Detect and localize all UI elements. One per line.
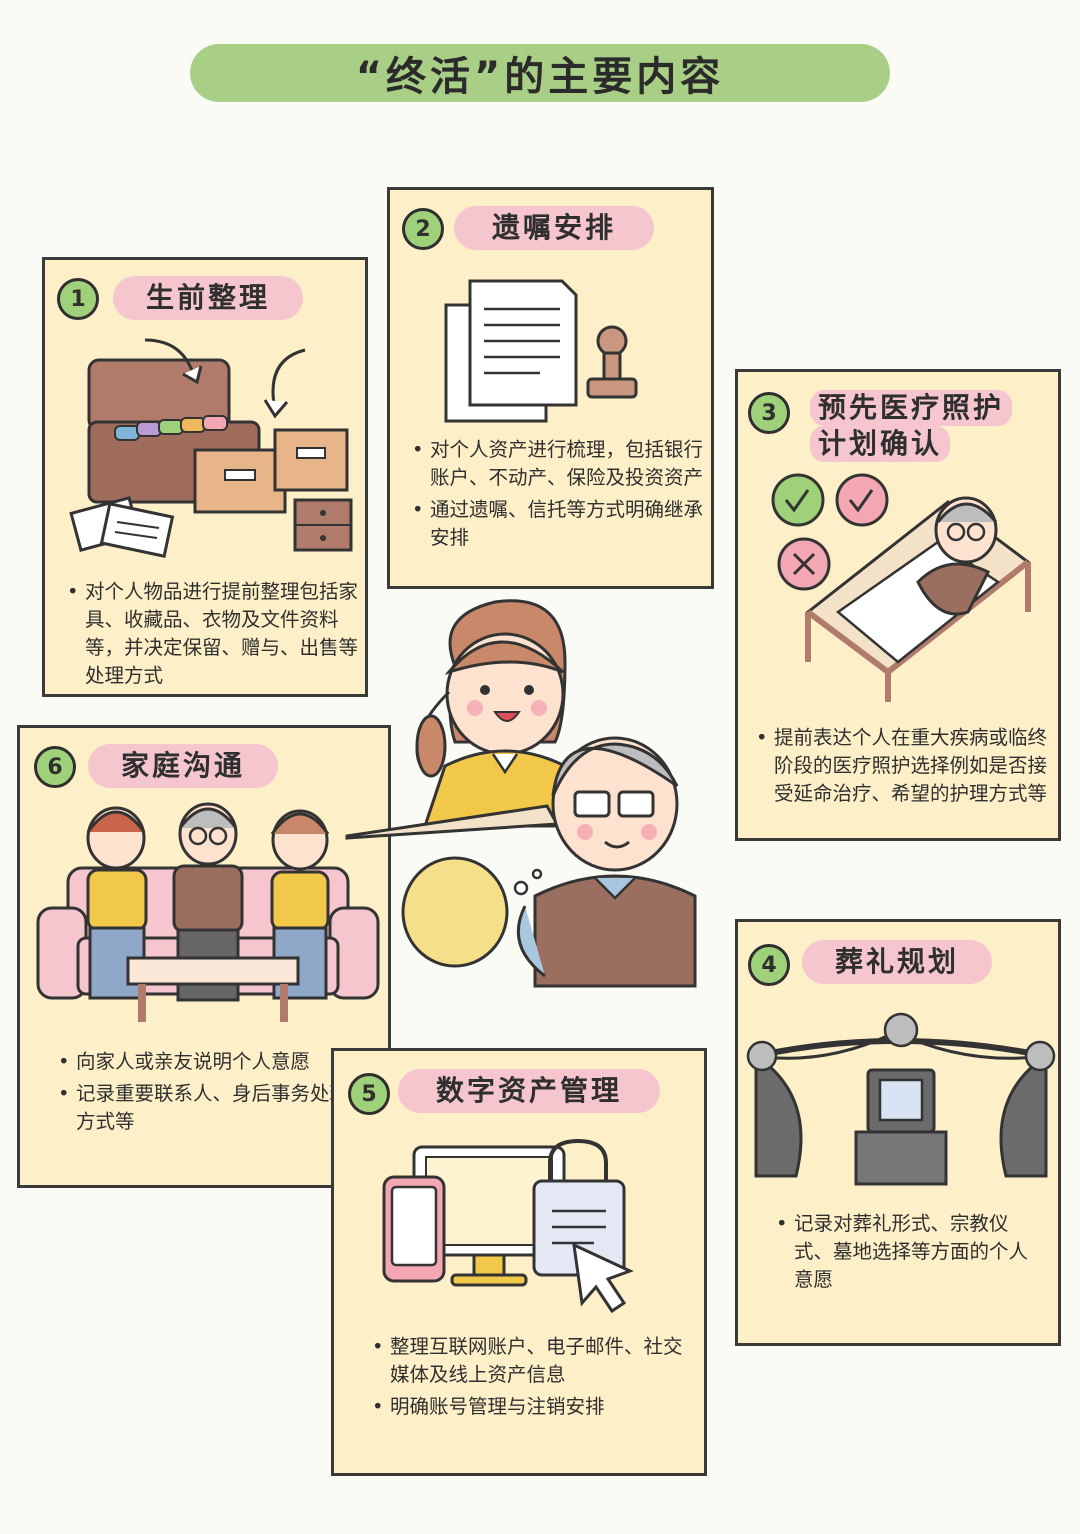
section-number-5: 5 <box>348 1073 390 1115</box>
family-sofa-illustration <box>36 802 380 1022</box>
bullet-item: 通过遗嘱、信托等方式明确继承安排 <box>408 496 706 552</box>
cross-icon <box>777 537 831 591</box>
page-title: “终活”的主要内容 <box>190 44 890 102</box>
section-heading-4: 葬礼规划 <box>802 940 992 984</box>
heading-line: 预先医疗照护 <box>810 390 1013 426</box>
heading-line: 计划确认 <box>810 426 951 462</box>
check-icon <box>771 473 825 527</box>
family-member-icon <box>86 806 148 1000</box>
medical-care-illustration <box>771 473 1031 702</box>
card-funeral-planning: 4 葬礼规划 记录对葬礼形式、宗教仪式、墓地选择等方面的个人意愿 <box>735 919 1061 1346</box>
digital-devices-illustration <box>382 1138 634 1314</box>
document-icon <box>69 496 175 558</box>
card-pre-death-organizing: 1 生前整理 <box>42 257 368 697</box>
smartphone-icon <box>382 1175 446 1283</box>
card-advance-care-planning: 3 预先医疗照护 计划确认 提前表达 <box>735 369 1061 841</box>
section-number-1: 1 <box>57 278 99 320</box>
section-number-3: 3 <box>748 392 790 434</box>
section-bullets-2: 对个人资产进行梳理，包括银行账户、不动产、保险及投资资产 通过遗嘱、信托等方式明… <box>408 436 706 556</box>
section-bullets-6: 向家人或亲友说明个人意愿 记录重要联系人、身后事务处理方式等 <box>54 1048 354 1140</box>
section-heading-3: 预先医疗照护 计划确认 <box>810 386 1050 466</box>
document-icon <box>444 279 578 423</box>
bullet-item: 对个人资产进行梳理，包括银行账户、不动产、保险及投资资产 <box>408 436 706 492</box>
section-bullets-3: 提前表达个人在重大疾病或临终阶段的医疗照护选择例如是否接受延命治疗、希望的护理方… <box>752 724 1052 812</box>
section-heading-6: 家庭沟通 <box>88 744 278 788</box>
bullet-item: 记录对葬礼形式、宗教仪式、墓地选择等方面的个人意愿 <box>772 1210 1042 1294</box>
flower-icon <box>746 1012 1056 1072</box>
arrow-icon <box>144 338 306 419</box>
center-illustration <box>345 599 697 988</box>
girl-icon <box>415 599 588 828</box>
thought-bubble-icon <box>401 856 543 968</box>
drawer-cabinet-icon <box>293 498 353 552</box>
section-number-2: 2 <box>402 208 444 250</box>
memorial-portrait-icon <box>854 1068 948 1186</box>
bullet-item: 提前表达个人在重大疾病或临终阶段的医疗照护选择例如是否接受延命治疗、希望的护理方… <box>752 724 1052 808</box>
will-documents-illustration <box>444 279 638 423</box>
section-bullets-5: 整理互联网账户、电子邮件、社交媒体及线上资产信息 明确账号管理与注销安排 <box>368 1333 688 1425</box>
section-heading-2: 遗嘱安排 <box>454 206 654 250</box>
section-heading-1: 生前整理 <box>113 276 303 320</box>
bullet-item: 记录重要联系人、身后事务处理方式等 <box>54 1080 354 1136</box>
bullet-item: 向家人或亲友说明个人意愿 <box>54 1048 354 1076</box>
cursor-icon <box>572 1242 634 1314</box>
bullet-item: 对个人物品进行提前整理包括家具、收藏品、衣物及文件资料等，并决定保留、赠与、出售… <box>63 578 358 690</box>
monitor-icon <box>412 1145 566 1287</box>
cardboard-box-icon <box>193 428 349 514</box>
family-member-icon <box>270 809 330 1000</box>
bullet-item: 整理互联网账户、电子邮件、社交媒体及线上资产信息 <box>368 1333 688 1389</box>
card-digital-asset-management: 5 数字资产管理 整理互联网账户、电子邮件、社交媒体及线上资产信息 明确账号管理… <box>331 1048 707 1476</box>
boxes-illustration <box>69 338 353 558</box>
section-number-4: 4 <box>748 944 790 986</box>
card-will-arrangement: 2 遗嘱安排 对个人资产进行梳理，包括银行账户、不动产、保险及投资资产 通过遗嘱… <box>387 187 714 589</box>
funeral-altar-illustration <box>746 1012 1056 1186</box>
section-bullets-1: 对个人物品进行提前整理包括家具、收藏品、衣物及文件资料等，并决定保留、赠与、出售… <box>63 578 358 694</box>
grandpa-icon <box>516 736 697 988</box>
bullet-item: 明确账号管理与注销安排 <box>368 1393 688 1421</box>
elderly-patient-icon <box>916 496 998 616</box>
section-bullets-4: 记录对葬礼形式、宗教仪式、墓地选择等方面的个人意愿 <box>772 1210 1042 1298</box>
stamp-icon <box>586 325 638 399</box>
section-number-6: 6 <box>34 746 76 788</box>
lock-icon <box>532 1138 626 1277</box>
curtain-icon <box>754 1030 1048 1178</box>
coffee-table-icon <box>126 956 300 1022</box>
check-icon <box>835 473 889 527</box>
card-family-communication: 6 家庭沟通 <box>17 725 391 1188</box>
section-heading-5: 数字资产管理 <box>398 1069 660 1113</box>
